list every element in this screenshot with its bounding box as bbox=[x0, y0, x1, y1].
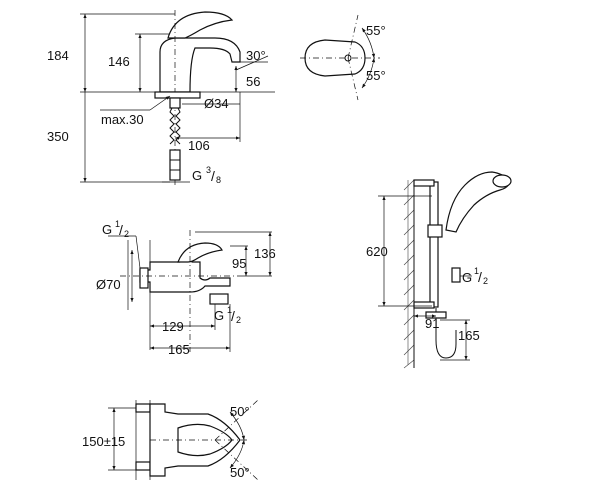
label-30deg: 30° bbox=[246, 48, 266, 63]
svg-text:/: / bbox=[231, 308, 235, 324]
basin-tap-body bbox=[159, 37, 241, 93]
label-g: G bbox=[462, 270, 472, 285]
label-184: 184 bbox=[47, 48, 69, 63]
label-146: 146 bbox=[108, 54, 130, 69]
bath-outlet bbox=[209, 293, 229, 305]
wall-hatch bbox=[403, 179, 415, 369]
label-g: G bbox=[192, 168, 202, 183]
svg-text:/: / bbox=[211, 168, 215, 184]
label-620: 620 bbox=[366, 244, 388, 259]
label-d70: Ø70 bbox=[96, 277, 121, 292]
label-50-bottom: 50° bbox=[230, 465, 250, 480]
bath-top-view: 150±15 50° 50° bbox=[82, 399, 259, 481]
shower-rail-drawing: 620 G 1 / 2 91 165 bbox=[366, 171, 512, 369]
bath-mixer-lever bbox=[177, 242, 223, 263]
svg-text:/: / bbox=[478, 269, 482, 285]
label-165: 165 bbox=[458, 328, 480, 343]
label-g: G bbox=[102, 222, 112, 237]
label-g-den: 8 bbox=[216, 175, 221, 185]
rail-bracket-bottom bbox=[413, 301, 435, 309]
label-d34: Ø34 bbox=[204, 96, 229, 111]
basin-base bbox=[154, 91, 201, 99]
basin-mixer-drawing: 184 146 30° 56 max.30 Ø34 350 106 G 3 / … bbox=[47, 10, 275, 185]
rail-bracket-top bbox=[413, 179, 435, 187]
hose bbox=[175, 107, 181, 145]
lever-top-view: 55° 55° bbox=[300, 14, 386, 101]
label-g-num: 3 bbox=[206, 165, 211, 175]
basin-shank bbox=[169, 97, 181, 109]
rail-slider bbox=[427, 224, 443, 238]
hose bbox=[169, 107, 175, 145]
svg-text:/: / bbox=[119, 222, 123, 238]
label-136: 136 bbox=[254, 246, 276, 261]
svg-text:1: 1 bbox=[227, 305, 232, 315]
shower-rail bbox=[429, 181, 439, 308]
label-outlet-g: G bbox=[214, 308, 224, 323]
shower-hose bbox=[435, 308, 457, 359]
label-55-top: 55° bbox=[366, 23, 386, 38]
label-max30: max.30 bbox=[101, 112, 144, 127]
label-165: 165 bbox=[168, 342, 190, 357]
basin-tap-lever bbox=[167, 11, 234, 39]
bath-mixer-drawing: G 1 / 2 95 136 Ø70 G 1 / 2 129 165 bbox=[96, 219, 276, 357]
label-129: 129 bbox=[162, 319, 184, 334]
label-95: 95 bbox=[232, 256, 246, 271]
label-91: 91 bbox=[425, 316, 439, 331]
label-55-bottom: 55° bbox=[366, 68, 386, 83]
label-150: 150±15 bbox=[82, 434, 125, 449]
angle-line bbox=[235, 55, 269, 71]
label-50-top: 50° bbox=[230, 404, 250, 419]
hose-connector bbox=[169, 149, 181, 181]
svg-text:2: 2 bbox=[124, 229, 129, 239]
label-106: 106 bbox=[188, 138, 210, 153]
label-350: 350 bbox=[47, 129, 69, 144]
svg-text:1: 1 bbox=[115, 219, 120, 229]
label-56: 56 bbox=[246, 74, 260, 89]
svg-text:1: 1 bbox=[474, 266, 479, 276]
svg-text:2: 2 bbox=[236, 315, 241, 325]
svg-text:2: 2 bbox=[483, 276, 488, 286]
